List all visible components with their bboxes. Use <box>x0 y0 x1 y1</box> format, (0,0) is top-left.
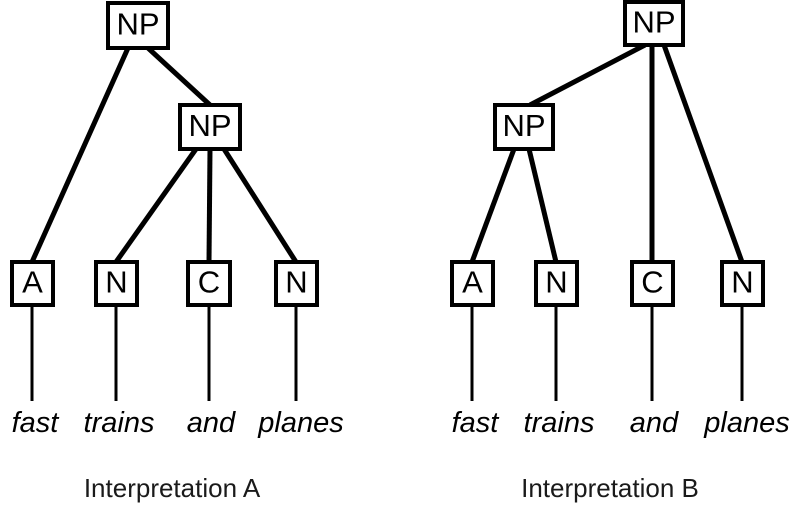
word-label: planes <box>703 407 789 439</box>
node-box <box>274 260 319 307</box>
node-label: N <box>545 265 567 300</box>
node-a-pos-n2[interactable]: N <box>274 260 319 307</box>
node-label: NP <box>116 7 159 42</box>
node-box <box>450 260 495 307</box>
word-label: fast <box>12 407 61 439</box>
node-a-pos-n1[interactable]: N <box>94 260 139 307</box>
node-label: C <box>198 265 220 300</box>
node-b-pos-c[interactable]: C <box>630 260 675 307</box>
node-a-pos-c[interactable]: C <box>186 260 232 307</box>
node-box <box>10 260 55 307</box>
tree-edge <box>29 46 131 264</box>
tree-edge <box>469 148 517 263</box>
node-label: A <box>462 265 483 300</box>
node-label: N <box>285 265 307 300</box>
node-box <box>94 260 139 307</box>
tree-edge <box>221 147 299 264</box>
tree-edge <box>526 148 559 263</box>
node-label: NP <box>632 5 675 40</box>
tree-caption: Interpretation B <box>521 473 699 503</box>
node-label: N <box>105 265 127 300</box>
word-label: trains <box>524 407 595 439</box>
word-label: trains <box>84 407 155 439</box>
tree-edge <box>528 42 647 108</box>
node-box <box>186 260 232 307</box>
node-b-pos-a[interactable]: A <box>450 260 495 307</box>
tree-edge <box>113 147 199 264</box>
word-label: and <box>630 407 679 439</box>
node-label: A <box>22 265 43 300</box>
node-label: NP <box>188 108 231 143</box>
node-b-pos-n2[interactable]: N <box>720 260 765 307</box>
node-label: C <box>641 265 663 300</box>
node-box <box>178 103 242 151</box>
node-box <box>534 260 579 307</box>
node-box <box>630 260 675 307</box>
tree-edge <box>206 148 213 263</box>
node-b-root-np[interactable]: NP <box>623 0 685 47</box>
node-box <box>106 1 170 50</box>
node-box <box>493 103 555 151</box>
node-label: NP <box>502 108 545 143</box>
node-b-pos-n1[interactable]: N <box>534 260 579 307</box>
word-label: and <box>187 407 236 439</box>
tree-edge <box>661 44 745 263</box>
node-box <box>720 260 765 307</box>
node-a-pos-a[interactable]: A <box>10 260 55 307</box>
node-label: N <box>731 265 753 300</box>
node-b-inner-np[interactable]: NP <box>493 103 555 151</box>
tree-edge <box>146 46 212 107</box>
node-box <box>623 0 685 47</box>
node-a-inner-np[interactable]: NP <box>178 103 242 151</box>
node-a-root-np[interactable]: NP <box>106 1 170 50</box>
word-label: fast <box>452 407 501 439</box>
word-label: planes <box>257 407 343 439</box>
tree-caption: Interpretation A <box>84 473 261 503</box>
